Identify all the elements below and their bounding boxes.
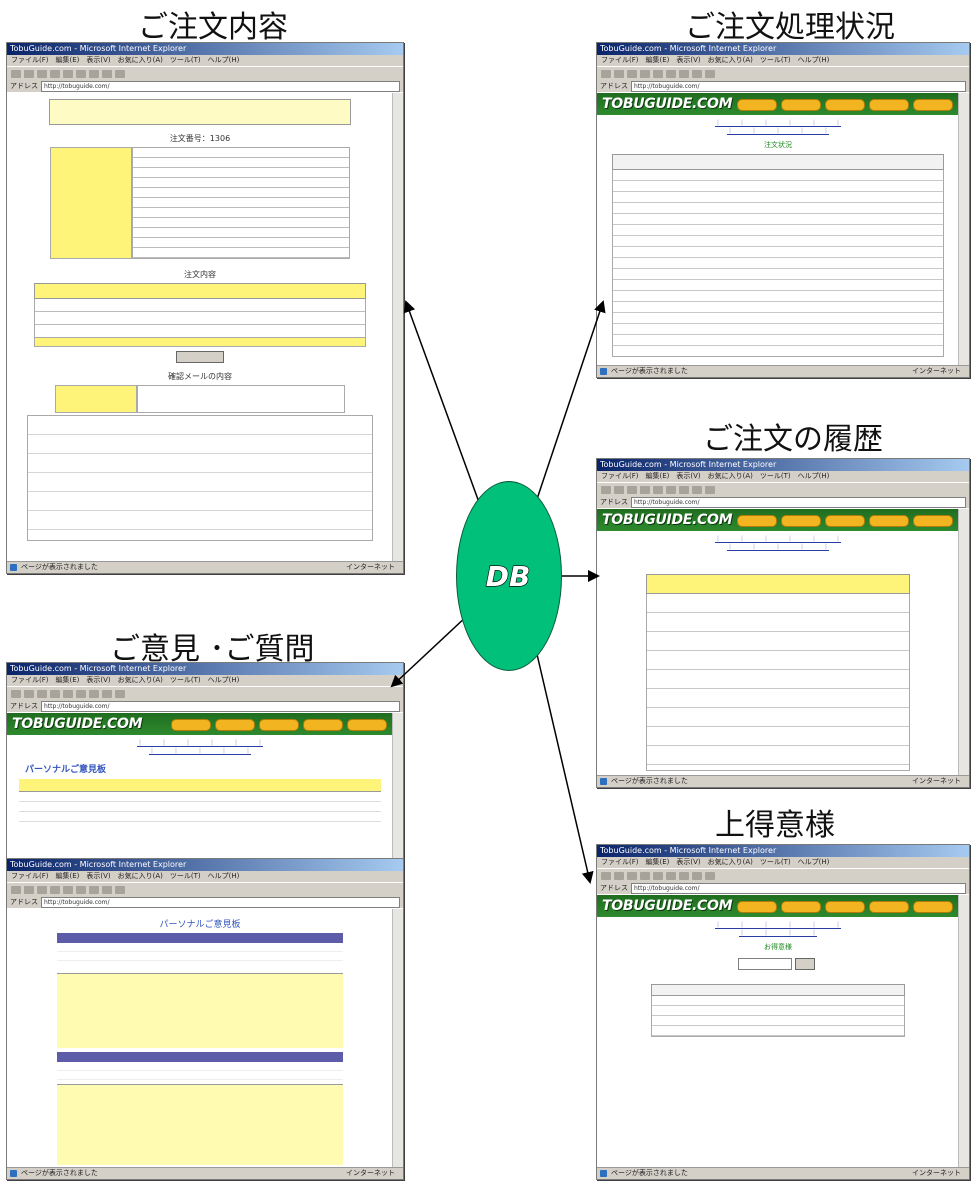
menu-bar: ファイル(F) 編集(E) 表示(V) お気に入り(A) ツール(T) ヘルプ(… [597,857,969,868]
menu-bar: ファイル(F) 編集(E) 表示(V) お気に入り(A) ツール(T) ヘルプ(… [597,471,969,482]
window-order-content: TobuGuide.com - Microsoft Internet Explo… [6,42,404,574]
page-body: 注文番号：1306 注文内容 確認メールの内容 [7,93,393,562]
site-logo: TOBUGUIDE.COM [602,96,733,112]
thread-heading: パーソナルご意見板 [159,920,241,930]
database-node [456,481,562,671]
page-body: TOBUGUIDE.COM ｜ ｜ ｜ ｜ ｜ ｜｜ ｜ ｜ ｜ お得意様 [597,895,959,1168]
status-bar: ページが表示されましたインターネット [597,1167,969,1179]
database-label: DB [485,559,531,593]
order-items-heading: 注文内容 [184,270,216,279]
window-order-status: TobuGuide.com - Microsoft Internet Explo… [596,42,970,378]
title-order-status: ご注文処理状況 [685,10,895,45]
arrow-to-order-status [534,300,606,506]
nav-links[interactable]: ｜ ｜ ｜ ｜ ｜ ｜｜ ｜ ｜ ｜ [714,922,841,937]
page-body: パーソナルご意見板 [7,909,393,1168]
order-number-heading: 注文番号：1306 [169,134,231,143]
status-bar: ページが表示されましたインターネット [597,365,969,377]
site-logo: TOBUGUIDE.COM [12,716,143,732]
vertical-scrollbar[interactable] [392,93,403,562]
toolbar[interactable] [7,686,403,700]
title-customers: 上得意様 [715,808,835,843]
site-logo: TOBUGUIDE.COM [602,898,733,914]
title-feedback: ご意見 ･ご質問 [110,632,315,667]
window-title-bar: TobuGuide.com - Microsoft Internet Explo… [597,43,969,55]
toolbar[interactable] [7,882,403,896]
window-title-bar: TobuGuide.com - Microsoft Internet Explo… [7,663,403,675]
menu-bar: ファイル(F) 編集(E) 表示(V) お気に入り(A) ツール(T) ヘルプ(… [7,871,403,882]
nav-links[interactable]: ｜ ｜ ｜ ｜ ｜ ｜｜ ｜ ｜ ｜ ｜ [714,120,841,135]
window-feedback-thread: TobuGuide.com - Microsoft Internet Explo… [6,858,404,1180]
update-button[interactable] [176,351,224,363]
window-title-bar: TobuGuide.com - Microsoft Internet Explo… [597,845,969,857]
window-customers: TobuGuide.com - Microsoft Internet Explo… [596,844,970,1180]
window-title-bar: TobuGuide.com - Microsoft Internet Explo… [7,43,403,55]
window-title-bar: TobuGuide.com - Microsoft Internet Explo… [7,859,403,871]
arrow-to-order-content [403,300,481,506]
status-bar: ページが表示されましたインターネット [7,561,403,573]
site-banner: TOBUGUIDE.COM [7,713,393,735]
vertical-scrollbar[interactable] [958,93,969,366]
arrow-to-customers [535,649,594,884]
status-bar: ページが表示されましたインターネット [7,1167,403,1179]
status-bar: ページが表示されましたインターネット [597,775,969,787]
vertical-scrollbar[interactable] [958,895,969,1168]
search-input[interactable] [738,958,792,970]
mail-content-heading: 確認メールの内容 [168,372,232,381]
vertical-scrollbar[interactable] [392,909,403,1168]
customers-heading: お得意様 [764,943,792,951]
site-banner: TOBUGUIDE.COM [597,509,959,531]
toolbar[interactable] [7,66,403,80]
toolbar[interactable] [597,66,969,80]
window-title-bar: TobuGuide.com - Microsoft Internet Explo… [597,459,969,471]
title-order-history: ご注文の履歴 [703,422,883,457]
site-logo: TOBUGUIDE.COM [602,512,733,528]
page-body: TOBUGUIDE.COM ｜ ｜ ｜ ｜ ｜ ｜｜ ｜ ｜ ｜ ｜ 注文状況 [597,93,959,366]
nav-links[interactable]: ｜ ｜ ｜ ｜ ｜ ｜｜ ｜ ｜ ｜ ｜ [136,740,263,755]
site-banner: TOBUGUIDE.COM [597,895,959,917]
arrow-to-feedback [390,614,469,688]
menu-bar: ファイル(F) 編集(E) 表示(V) お気に入り(A) ツール(T) ヘルプ(… [597,55,969,66]
nav-links[interactable]: ｜ ｜ ｜ ｜ ｜ ｜｜ ｜ ｜ ｜ ｜ [714,536,841,551]
vertical-scrollbar[interactable] [392,713,403,863]
search-button[interactable] [795,958,815,970]
status-heading: 注文状況 [764,141,792,149]
window-feedback-list: TobuGuide.com - Microsoft Internet Explo… [6,662,404,864]
page-body: TOBUGUIDE.COM ｜ ｜ ｜ ｜ ｜ ｜｜ ｜ ｜ ｜ ｜ パーソナル… [7,713,393,863]
toolbar[interactable] [597,482,969,496]
menu-bar: ファイル(F) 編集(E) 表示(V) お気に入り(A) ツール(T) ヘルプ(… [7,675,403,686]
title-order-content: ご注文内容 [138,10,288,45]
toolbar[interactable] [597,868,969,882]
vertical-scrollbar[interactable] [958,509,969,776]
page-body: TOBUGUIDE.COM ｜ ｜ ｜ ｜ ｜ ｜｜ ｜ ｜ ｜ ｜ [597,509,959,776]
menu-bar: ファイル(F) 編集(E) 表示(V) お気に入り(A) ツール(T) ヘルプ(… [7,55,403,66]
site-banner: TOBUGUIDE.COM [597,93,959,115]
feedback-board-heading: パーソナルご意見板 [25,765,107,775]
window-order-history: TobuGuide.com - Microsoft Internet Explo… [596,458,970,788]
